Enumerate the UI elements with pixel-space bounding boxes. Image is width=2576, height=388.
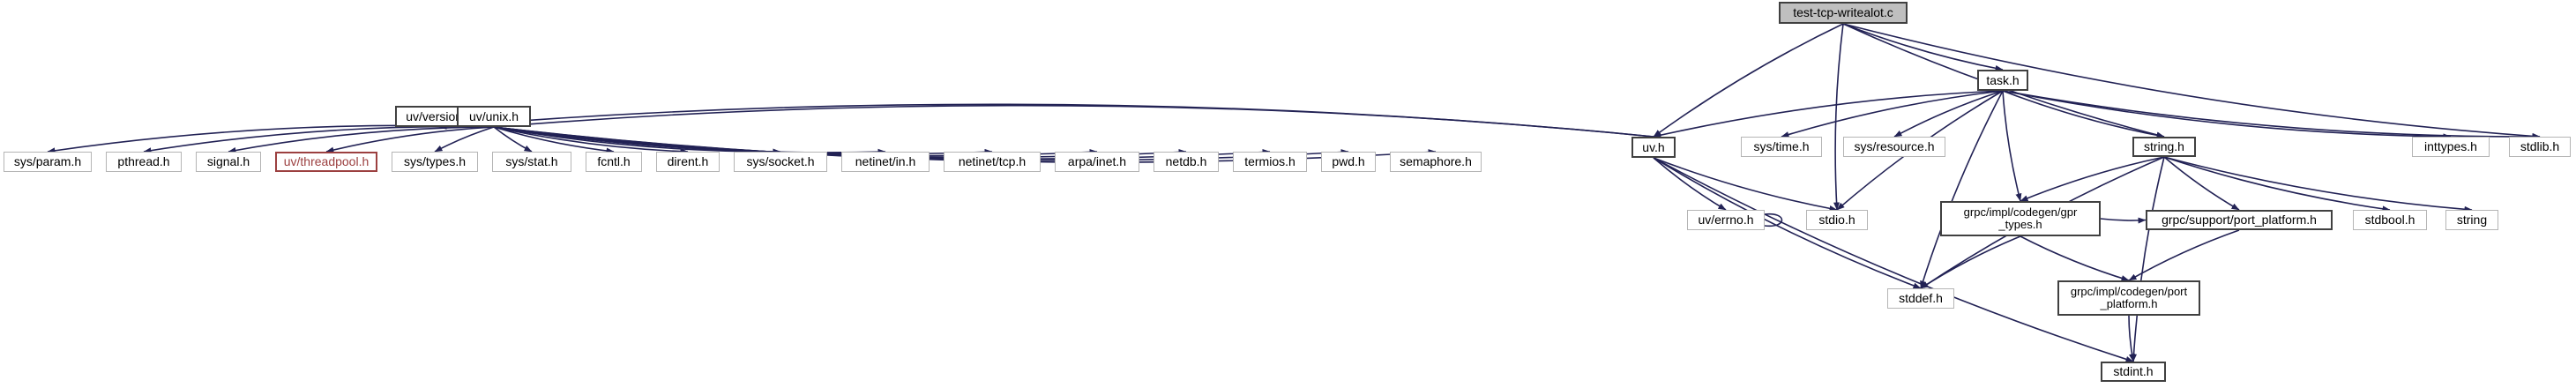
graph-edge bbox=[1653, 90, 2004, 138]
graph-edge bbox=[493, 126, 689, 155]
graph-node-netdb[interactable]: netdb.h bbox=[1154, 152, 1219, 172]
graph-node-sysresource[interactable]: sys/resource.h bbox=[1843, 137, 1945, 157]
graph-node-termios[interactable]: termios.h bbox=[1233, 152, 1307, 172]
graph-node-stdio[interactable]: stdio.h bbox=[1806, 210, 1868, 230]
graph-node-systime[interactable]: sys/time.h bbox=[1741, 137, 1822, 157]
graph-edge bbox=[493, 126, 886, 155]
graph-edge bbox=[493, 126, 533, 153]
graph-node-uvunix[interactable]: uv/unix.h bbox=[457, 106, 531, 127]
graph-edge bbox=[2128, 229, 2240, 281]
graph-node-sysparam[interactable]: sys/param.h bbox=[4, 152, 92, 172]
graph-edge bbox=[2100, 217, 2147, 224]
graph-node-uvh[interactable]: uv.h bbox=[1631, 137, 1676, 158]
graph-edge bbox=[493, 126, 615, 154]
graph-node-gportplat[interactable]: grpc/impl/codegen/port _platform.h bbox=[2057, 280, 2200, 316]
graph-node-fcntl[interactable]: fcntl.h bbox=[586, 152, 642, 172]
graph-node-pwd[interactable]: pwd.h bbox=[1321, 152, 1376, 172]
graph-node-systypes[interactable]: sys/types.h bbox=[392, 152, 478, 172]
graph-edge bbox=[2163, 156, 2240, 211]
graph-edge bbox=[325, 126, 495, 153]
graph-node-inttypes[interactable]: inttypes.h bbox=[2412, 137, 2490, 157]
graph-edge bbox=[2002, 90, 2165, 138]
graph-edge bbox=[438, 103, 1654, 138]
graph-edge bbox=[1653, 157, 1838, 212]
graph-node-task[interactable]: task.h bbox=[1977, 70, 2028, 91]
graph-node-dirent[interactable]: dirent.h bbox=[656, 152, 720, 172]
graph-edge bbox=[2131, 156, 2165, 362]
graph-node-stringcxx[interactable]: string bbox=[2445, 210, 2498, 230]
graph-edge bbox=[434, 126, 495, 153]
graph-edge bbox=[1833, 23, 1844, 211]
graph-edge bbox=[2128, 315, 2135, 362]
graph-edge bbox=[1653, 23, 1844, 138]
graph-node-gprtypes[interactable]: grpc/impl/codegen/gpr _types.h bbox=[1940, 201, 2101, 236]
graph-edge bbox=[2020, 235, 2130, 281]
graph-edge bbox=[2002, 90, 2022, 202]
graph-edge bbox=[2163, 156, 2473, 213]
graph-edge bbox=[1764, 213, 1783, 228]
graph-node-netinetin[interactable]: netinet/in.h bbox=[841, 152, 930, 172]
graph-edge bbox=[1920, 235, 2021, 289]
graph-node-pthread[interactable]: pthread.h bbox=[106, 152, 182, 172]
edge-group bbox=[47, 23, 2541, 362]
graph-node-stdbool[interactable]: stdbool.h bbox=[2353, 210, 2427, 230]
graph-edge bbox=[1653, 157, 1922, 289]
graph-edge bbox=[47, 124, 495, 154]
graph-node-stdint[interactable]: stdint.h bbox=[2101, 362, 2166, 382]
graph-edge bbox=[493, 104, 1654, 138]
graph-edge bbox=[2002, 90, 2452, 140]
graph-edge bbox=[1842, 23, 2004, 71]
graph-node-arpainet[interactable]: arpa/inet.h bbox=[1055, 152, 1139, 172]
graph-node-stdlib[interactable]: stdlib.h bbox=[2509, 137, 2571, 157]
graph-node-netinettcp[interactable]: netinet/tcp.h bbox=[944, 152, 1041, 172]
graph-node-stddef[interactable]: stddef.h bbox=[1887, 288, 1954, 309]
graph-edge bbox=[2002, 90, 2541, 140]
graph-edge bbox=[1920, 90, 2004, 289]
graph-node-uvthreadpool[interactable]: uv/threadpool.h bbox=[275, 152, 377, 172]
graph-edge bbox=[228, 126, 495, 153]
graph-node-semaphore[interactable]: semaphore.h bbox=[1390, 152, 1482, 172]
graph-node-stringh[interactable]: string.h bbox=[2132, 137, 2196, 157]
graph-edge bbox=[1893, 90, 2004, 138]
graph-edge bbox=[1842, 23, 2541, 139]
graph-node-root[interactable]: test-tcp-writealot.c bbox=[1779, 2, 1908, 24]
graph-edge bbox=[1653, 157, 2134, 362]
graph-node-syssocket[interactable]: sys/socket.h bbox=[734, 152, 827, 172]
graph-edge bbox=[1781, 90, 2004, 138]
graph-edge bbox=[2163, 156, 2391, 213]
graph-edge bbox=[1653, 157, 1727, 211]
graph-edge bbox=[2020, 156, 2165, 202]
graph-node-uverrno[interactable]: uv/errno.h bbox=[1687, 210, 1765, 230]
graph-node-sysstat[interactable]: sys/stat.h bbox=[492, 152, 571, 172]
graph-node-signal[interactable]: signal.h bbox=[196, 152, 261, 172]
graph-node-portplat[interactable]: grpc/support/port_platform.h bbox=[2146, 210, 2333, 230]
